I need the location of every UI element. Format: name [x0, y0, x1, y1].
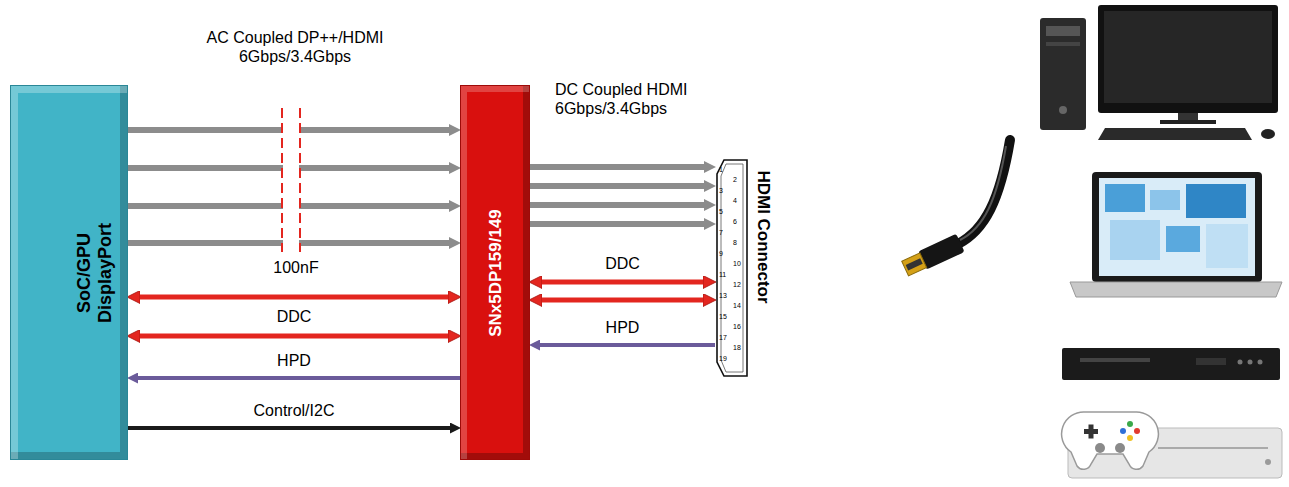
pin-number: 3 [719, 187, 723, 194]
pin-number: 8 [733, 239, 737, 246]
desktop-computer [1040, 5, 1278, 140]
ddc-arrow [542, 280, 703, 285]
pin-number: 18 [733, 344, 741, 351]
ddc-arrow [140, 334, 448, 339]
pin-number: 11 [719, 271, 726, 278]
node-title: HDMI Connector [753, 170, 773, 303]
hpd-arrow [138, 376, 460, 380]
pin-number: 14 [733, 302, 741, 309]
data-lane-arrow [530, 221, 704, 227]
capacitor-value: 100nF [266, 258, 326, 277]
pin-number: 4 [733, 197, 737, 204]
dvd-player [1062, 348, 1280, 380]
hpd-arrow [540, 343, 715, 347]
link-description: DC Coupled HDMI 6Gbps/3.4Gbps [555, 80, 730, 118]
ddc-arrow [140, 295, 448, 300]
laptop [1070, 172, 1282, 297]
redriver-chip: SNx5DP159/149 [460, 85, 530, 460]
signal-name: HPD [604, 318, 642, 337]
pin-number: 9 [719, 250, 723, 257]
game-console [1062, 412, 1282, 478]
signal-name: Control/I2C [252, 401, 337, 420]
pin-number: 15 [719, 313, 727, 320]
control-arrow [128, 426, 450, 430]
pin-number: 7 [719, 229, 723, 236]
pin-number: 19 [719, 355, 727, 362]
ddc-arrow [542, 298, 703, 303]
pin-number: 10 [733, 260, 741, 267]
pin-number: 12 [733, 281, 741, 288]
signal-name: HPD [275, 351, 313, 370]
pin-number: 2 [733, 176, 737, 183]
data-lane-arrow [530, 202, 704, 208]
signal-name: DDC [603, 254, 642, 273]
pin-number: 1 [719, 166, 723, 173]
pin-number: 13 [719, 292, 727, 299]
data-lane-arrow [530, 183, 704, 189]
hdmi-cable [901, 140, 1010, 278]
signal-name: DDC [264, 307, 324, 326]
pin-number: 17 [719, 334, 727, 341]
soc-block: SoC/GPU DisplayPort [10, 85, 128, 460]
data-lane-arrow [530, 164, 704, 170]
pin-number: 6 [733, 218, 737, 225]
ac-coupling-capacitors [282, 108, 300, 252]
node-title: SoC/GPU DisplayPort [74, 210, 115, 335]
node-title: SNx5DP159/149 [486, 209, 506, 337]
link-description: AC Coupled DP++/HDMI 6Gbps/3.4Gbps [195, 28, 395, 66]
pin-number: 16 [733, 323, 741, 330]
pin-number: 5 [719, 208, 723, 215]
